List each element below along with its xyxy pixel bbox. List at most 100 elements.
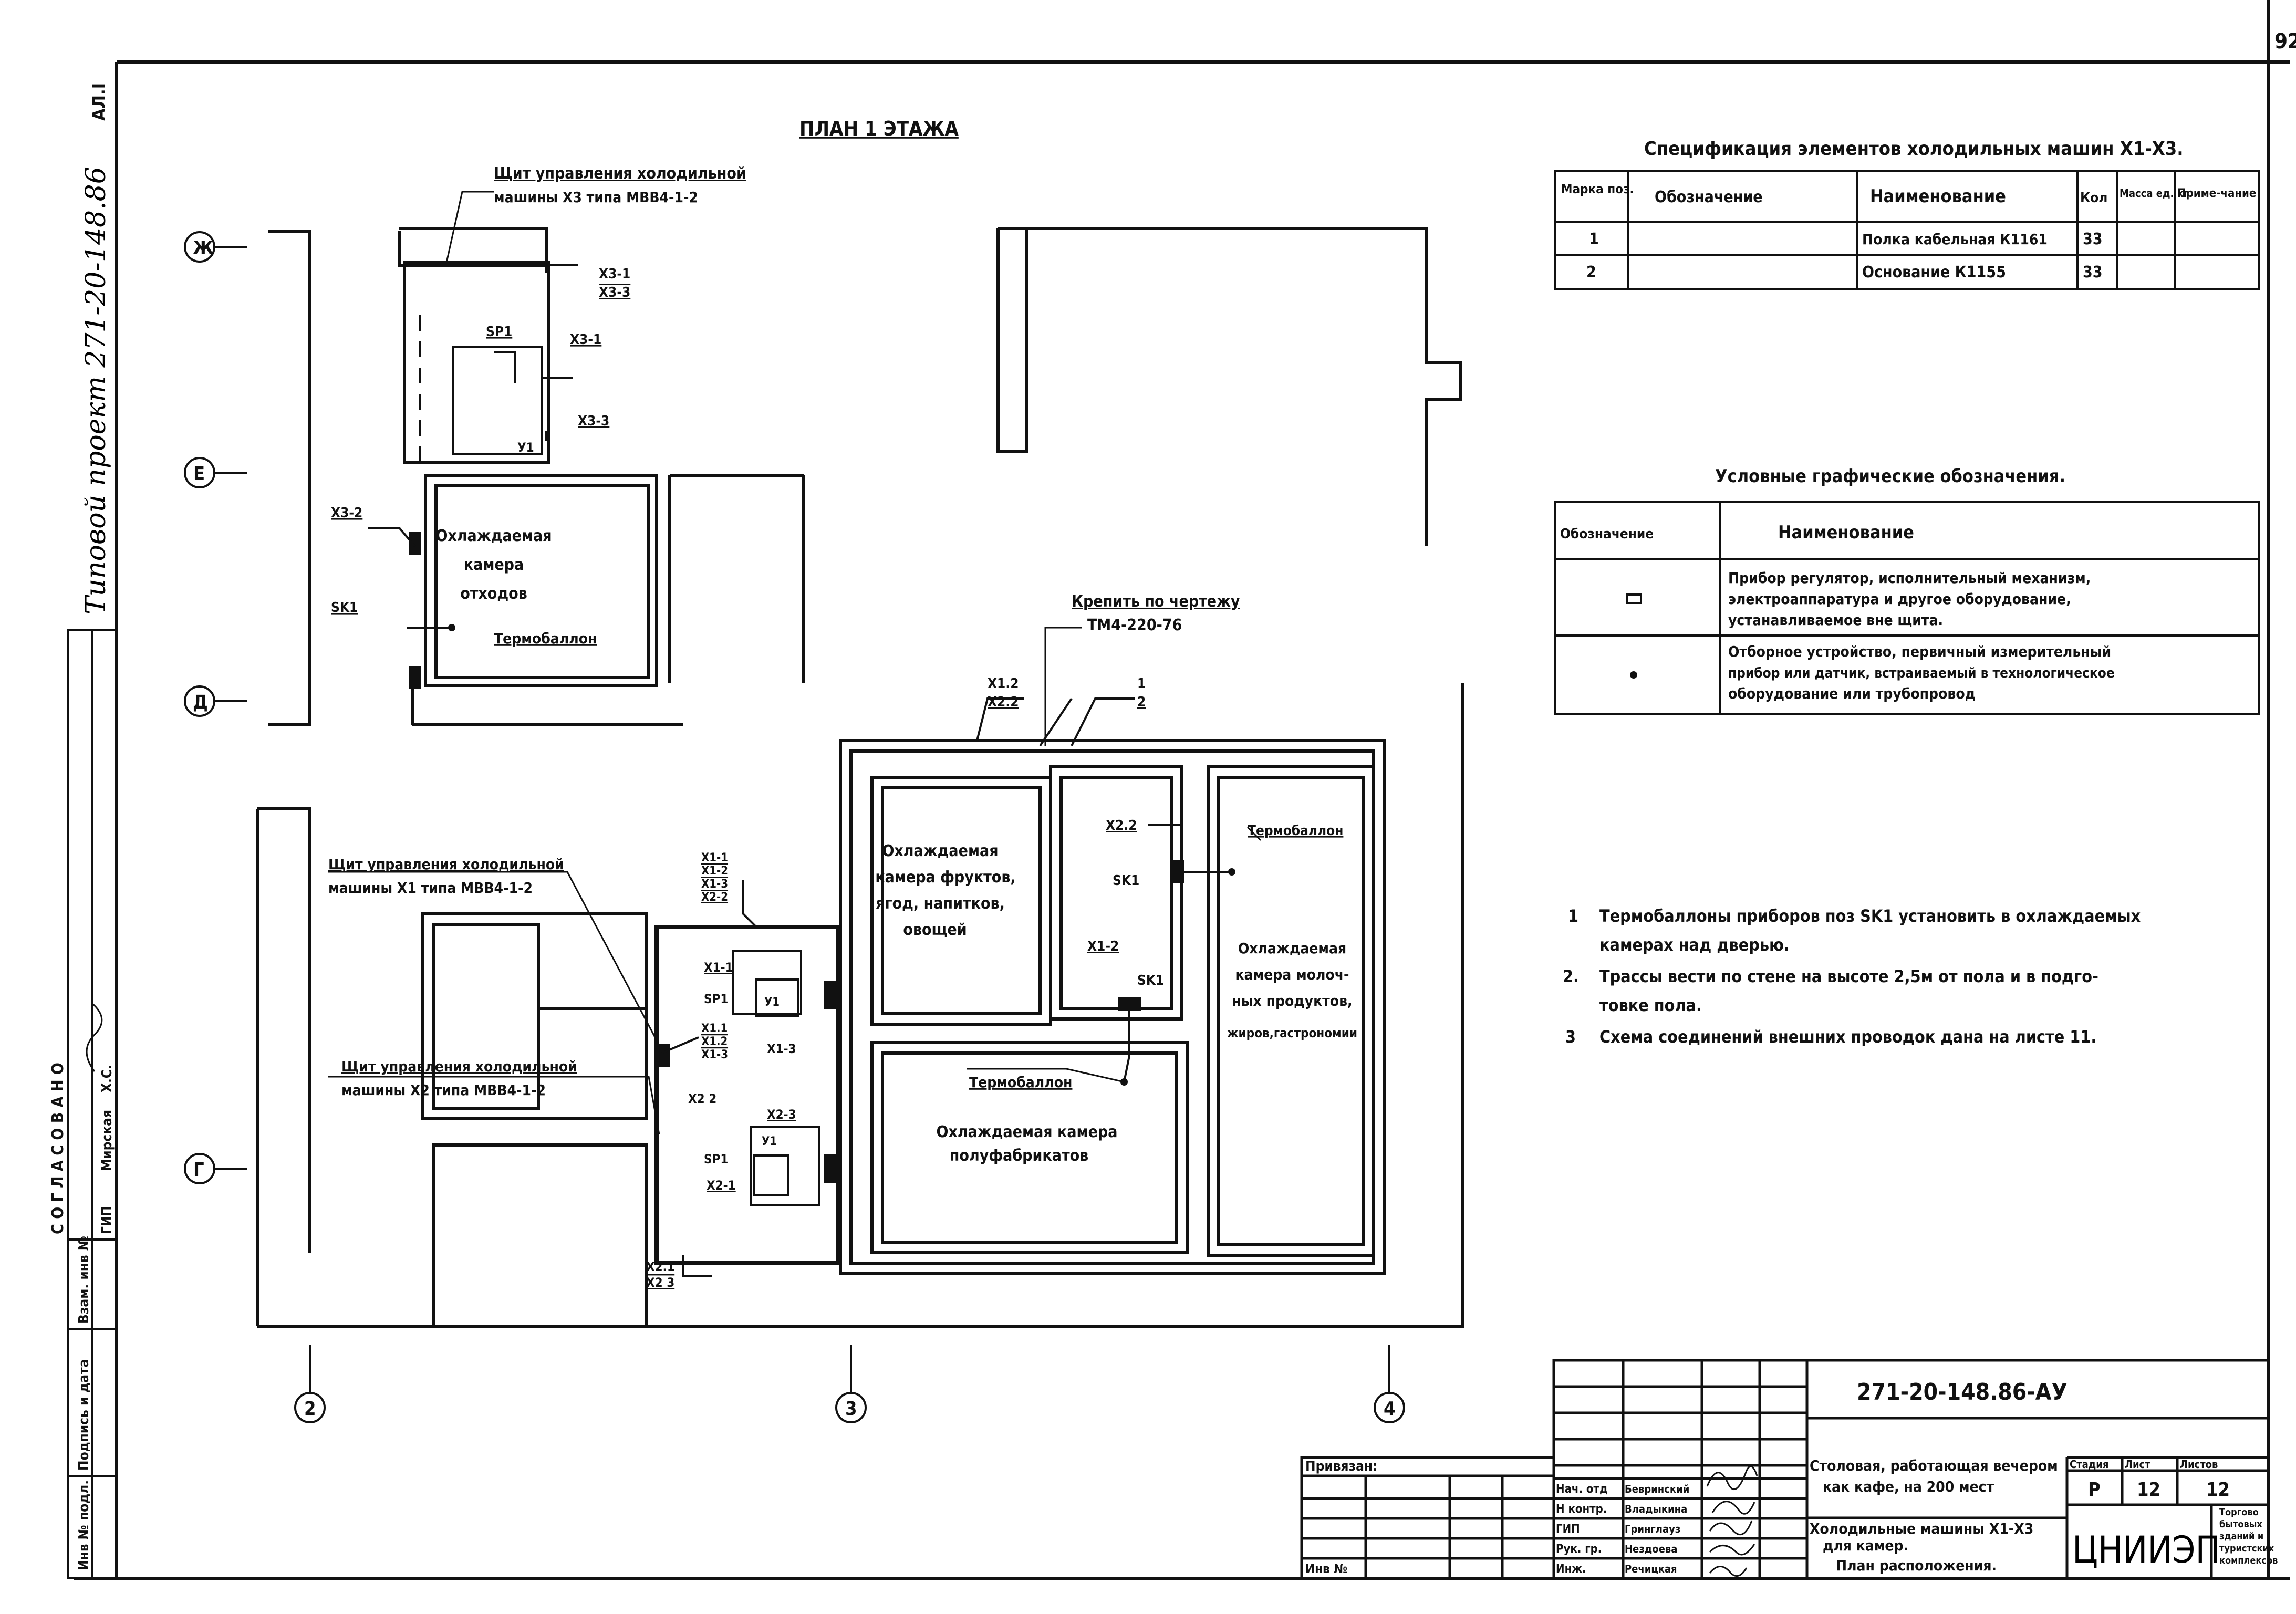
spec-r1-qty: 33 xyxy=(2083,230,2103,248)
legend-r1-l3: устанавливаемое вне щита. xyxy=(1728,611,1943,629)
svg-text:Х3-3: Х3-3 xyxy=(578,413,609,429)
svg-text:Гринглауз: Гринглауз xyxy=(1625,1523,1680,1535)
agreed-title: С О Г Л А С О В А Н О xyxy=(49,1063,67,1234)
svg-text:овощей: овощей xyxy=(903,921,967,939)
signatures xyxy=(86,1002,1758,1577)
svg-text:Трассы вести по стене на высот: Трассы вести по стене на высоте 2,5м от … xyxy=(1599,966,2098,986)
svg-text:машины Х1 типа МВВ4-1-2: машины Х1 типа МВВ4-1-2 xyxy=(328,879,533,897)
stamp-inv: Инв № подл. xyxy=(76,1480,92,1570)
svg-text:Х2-3: Х2-3 xyxy=(767,1107,796,1122)
svg-text:комплексов: комплексов xyxy=(2219,1555,2278,1566)
legend-h-name: Наименование xyxy=(1778,522,1914,543)
svg-text:Нездоева: Нездоева xyxy=(1625,1543,1677,1555)
spec-r1-name: Полка кабельная К1161 xyxy=(1862,231,2048,248)
legend-r1-l1: Прибор регулятор, исполнительный механиз… xyxy=(1728,569,2091,587)
axis-row-d: Д xyxy=(193,692,208,713)
sheet-number: 92 xyxy=(2274,29,2296,54)
svg-text:туристских: туристских xyxy=(2219,1543,2274,1554)
svg-text:Х1-2: Х1-2 xyxy=(701,865,728,878)
sheet-title-l3: План расположения. xyxy=(1836,1557,1997,1574)
svg-text:ГИП: ГИП xyxy=(1556,1523,1580,1536)
title-people: Нач. отд Бевринский Н контр. Владыкина Г… xyxy=(1556,1483,1689,1576)
svg-text:камера: камера xyxy=(464,556,524,574)
svg-text:1: 1 xyxy=(1568,906,1578,926)
svg-text:Охлаждаемая: Охлаждаемая xyxy=(435,527,552,545)
room-semi: Охлаждаемая камера полуфабрикатов xyxy=(937,1123,1118,1165)
spec-h-note: Приме-чание xyxy=(2177,187,2256,200)
sheet-title-l2: для камер. xyxy=(1823,1537,1908,1554)
stamp-replace: Взам. инв № xyxy=(76,1236,92,1324)
svg-text:SP1: SP1 xyxy=(704,992,728,1006)
svg-text:У1: У1 xyxy=(764,996,780,1009)
legend-r1-l2: электроаппаратура и другое оборудование, xyxy=(1728,590,2071,608)
legend-h-symbol: Обозначение xyxy=(1560,526,1654,542)
axis-col-3: 3 xyxy=(845,1398,857,1420)
sensors xyxy=(448,624,1235,1086)
sheets-header: Листов xyxy=(2180,1458,2218,1471)
axis-col-4: 4 xyxy=(1384,1398,1396,1420)
axis-col-2: 2 xyxy=(304,1398,316,1420)
sheets-value: 12 xyxy=(2206,1479,2230,1501)
svg-text:Х2.2: Х2.2 xyxy=(1106,818,1137,834)
svg-text:Х1.2: Х1.2 xyxy=(701,1035,728,1048)
svg-text:SP1: SP1 xyxy=(486,324,512,340)
stamp-sign: Подпись и дата xyxy=(76,1359,92,1471)
svg-text:Х1-3: Х1-3 xyxy=(701,1048,728,1061)
svg-text:Охлаждаемая: Охлаждаемая xyxy=(1238,940,1346,957)
svg-text:товке пола.: товке пола. xyxy=(1599,995,1702,1015)
spec-h-qty: Кол xyxy=(2080,190,2107,206)
axis-row-e: Е xyxy=(193,463,205,485)
svg-text:Х1.2: Х1.2 xyxy=(988,676,1019,692)
svg-text:Н контр.: Н контр. xyxy=(1556,1503,1607,1516)
spec-h-mark: Марка поз. xyxy=(1561,182,1634,196)
svg-text:Термобаллон: Термобаллон xyxy=(1248,823,1343,839)
svg-text:Щит управления холодильной: Щит управления холодильной xyxy=(328,856,564,873)
svg-text:Термобаллон: Термобаллон xyxy=(969,1074,1072,1091)
org-logo: ЦНИИЭП xyxy=(2072,1528,2220,1571)
svg-text:1: 1 xyxy=(1137,676,1146,692)
svg-text:Х1-2: Х1-2 xyxy=(1087,939,1119,954)
svg-text:ягод, напитков,: ягод, напитков, xyxy=(876,894,1005,913)
svg-text:Схема соединений внешних прово: Схема соединений внешних проводок дана н… xyxy=(1599,1027,2096,1047)
spec-h-designation: Обозначение xyxy=(1655,188,1763,206)
object-l2: как кафе, на 200 мест xyxy=(1823,1478,1994,1495)
legend-r2-l2: прибор или датчик, встраиваемый в технол… xyxy=(1728,665,2115,681)
svg-text:У1: У1 xyxy=(762,1135,777,1148)
org-sub: Торгово бытовых зданий и туристских комп… xyxy=(2219,1507,2278,1566)
svg-text:машины Х3 типа МВВ4-1-2: машины Х3 типа МВВ4-1-2 xyxy=(494,189,698,206)
legend-table xyxy=(1554,501,2260,715)
stage-value: Р xyxy=(2088,1479,2101,1501)
axis-bubbles xyxy=(184,231,1405,1423)
sheet-value: 12 xyxy=(2137,1479,2160,1501)
svg-text:полуфабрикатов: полуфабрикатов xyxy=(950,1147,1088,1165)
svg-text:зданий и: зданий и xyxy=(2219,1531,2263,1542)
spec-r2-name: Основание К1155 xyxy=(1862,263,2006,282)
svg-text:Торгово: Торгово xyxy=(2219,1507,2259,1518)
legend-title: Условные графические обозначения. xyxy=(1715,466,2065,487)
svg-text:Рук. гр.: Рук. гр. xyxy=(1556,1543,1602,1556)
agreed-hs: Х.С. xyxy=(99,1065,115,1092)
svg-text:Термобаллон: Термобаллон xyxy=(494,630,597,647)
svg-text:SK1: SK1 xyxy=(1113,873,1139,889)
privyazan-label: Привязан: xyxy=(1305,1459,1377,1474)
inv-label: Инв № xyxy=(1305,1561,1347,1576)
agreed-gip: ГИП xyxy=(99,1206,115,1234)
agreed-person: Мирская xyxy=(99,1110,115,1171)
doc-code: 271-20-148.86-АУ xyxy=(1857,1379,2068,1405)
spec-h-name: Наименование xyxy=(1870,186,2006,207)
room-waste: Охлаждаемая камера отходов xyxy=(435,527,552,603)
svg-text:SP1: SP1 xyxy=(704,1152,728,1167)
svg-text:SK1: SK1 xyxy=(1137,973,1164,988)
svg-text:Х1-1: Х1-1 xyxy=(701,851,728,865)
spec-r1-mark: 1 xyxy=(1589,230,1599,248)
wiring xyxy=(368,264,1229,1277)
spec-r2-mark: 2 xyxy=(1586,263,1596,282)
legend-r2-l3: оборудование или трубопровод xyxy=(1728,685,1976,702)
svg-text:Х1-3: Х1-3 xyxy=(767,1042,796,1056)
svg-text:отходов: отходов xyxy=(460,585,527,603)
device-symbol-icon xyxy=(1626,593,1642,604)
stage-header: Стадия xyxy=(2070,1458,2108,1471)
svg-text:Х3-2: Х3-2 xyxy=(331,505,362,521)
svg-text:3: 3 xyxy=(1565,1027,1576,1047)
